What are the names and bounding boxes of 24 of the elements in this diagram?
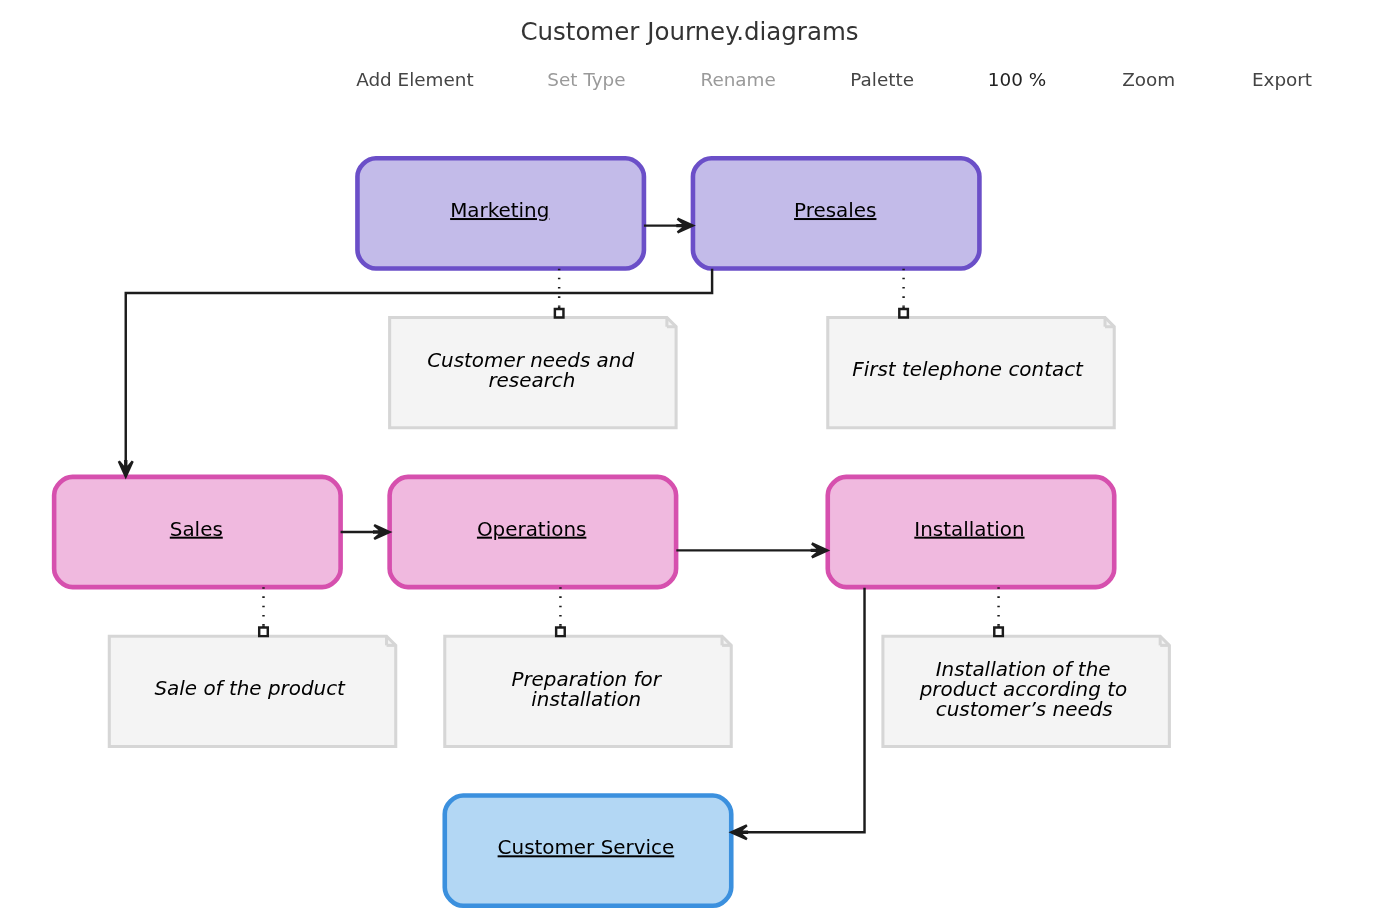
arrow [340,523,391,541]
node-box: Marketing [355,155,647,271]
label: Export [1251,69,1313,91]
label: Set Type [547,69,626,91]
connector [554,587,566,638]
node-box: Customer Service [442,793,734,909]
node-box: Installation [825,474,1117,590]
node-box: Operations [387,474,679,590]
connector [553,268,565,319]
node-box: Sales [51,474,343,590]
connector [993,587,1005,638]
arrow [730,587,866,841]
label: Palette [850,69,914,91]
diagram-title: Customer Journey.diagrams [520,16,859,46]
connector [258,587,269,638]
label: Rename [700,69,776,91]
arrow [676,542,829,559]
label: Add Element [356,69,474,91]
label: 100 % [987,69,1047,91]
arrow [117,268,714,478]
node-box: Presales [690,155,982,271]
connector [898,268,910,319]
label: Zoom [1122,69,1176,91]
arrow [643,217,695,234]
